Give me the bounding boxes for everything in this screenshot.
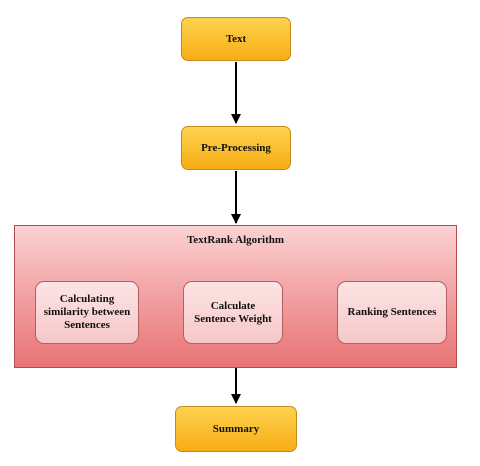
text-node: Text xyxy=(181,17,291,61)
weight-node: Calculate Sentence Weight xyxy=(183,281,283,344)
ranking-node-label: Ranking Sentences xyxy=(347,306,437,318)
summary-node-label: Summary xyxy=(212,423,260,435)
weight-node-label: Calculate Sentence Weight xyxy=(194,299,272,325)
text-node-label: Text xyxy=(225,33,247,45)
preprocessing-node: Pre-Processing xyxy=(181,126,291,170)
summary-node: Summary xyxy=(175,406,297,452)
ranking-node: Ranking Sentences xyxy=(337,281,447,344)
preprocessing-node-label: Pre-Processing xyxy=(201,142,271,154)
textrank-algorithm-title: TextRank Algorithm xyxy=(186,234,285,246)
similarity-node-label: Calculating similarity between Sentences xyxy=(43,293,131,331)
similarity-node: Calculating similarity between Sentences xyxy=(35,281,139,344)
